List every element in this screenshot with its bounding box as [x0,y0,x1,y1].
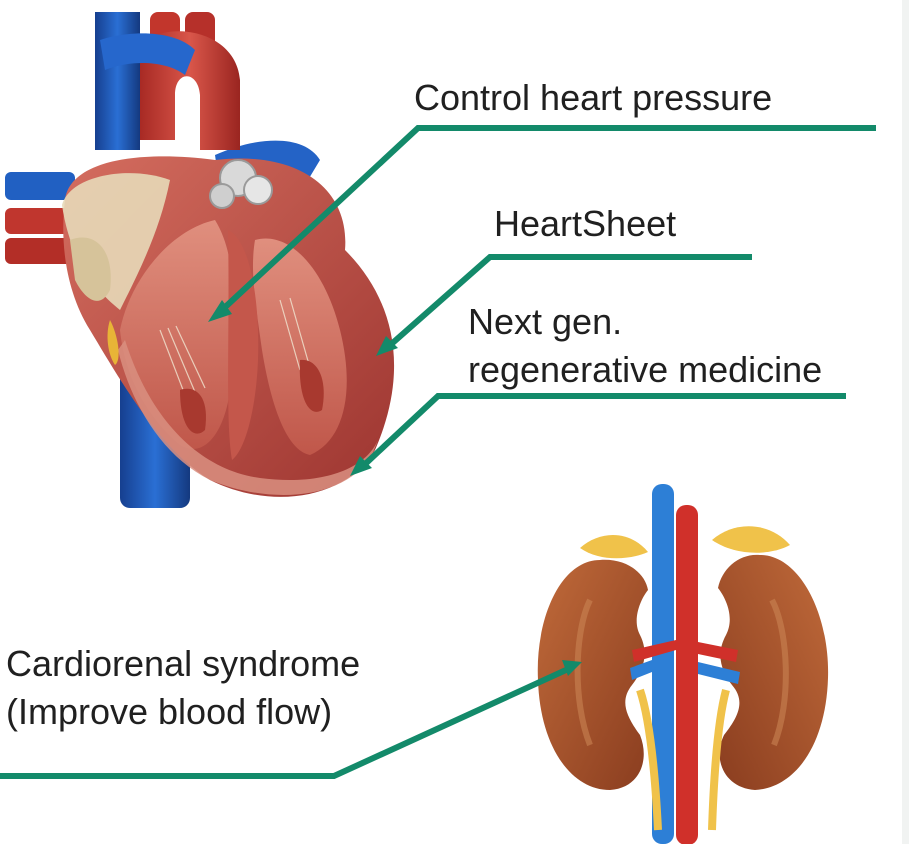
pointer-regenerative [362,396,846,467]
pulmonary-vein [5,172,75,200]
label-line: (Improve blood flow) [6,688,360,736]
adrenal-gland-right [712,526,790,552]
label-line: regenerative medicine [468,346,822,394]
label-cardiorenal-syndrome: Cardiorenal syndrome (Improve blood flow… [6,640,360,736]
label-line: Cardiorenal syndrome [6,640,360,688]
kidney-illustration [538,484,828,844]
abdominal-aorta [676,505,698,844]
superior-vena-cava [95,12,140,150]
label-control-heart-pressure: Control heart pressure [414,76,772,120]
heart-illustration [5,12,394,508]
label-heartsheet: HeartSheet [494,202,676,246]
label-next-gen-regenerative-medicine: Next gen. regenerative medicine [468,298,822,394]
slide-edge [902,0,909,844]
adrenal-gland-left [580,535,648,558]
label-line: Next gen. [468,298,822,346]
